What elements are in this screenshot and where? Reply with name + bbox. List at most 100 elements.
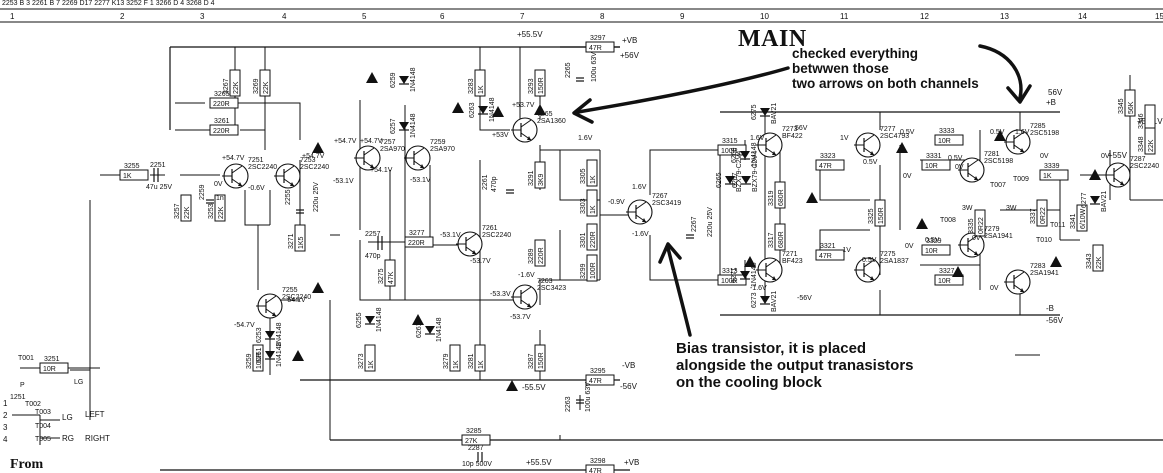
rail-label: 56V	[1048, 88, 1063, 97]
resistor-ref: 3298	[590, 458, 606, 465]
transistor-ref: 7267	[652, 193, 668, 200]
resistor-value: 1K	[1043, 173, 1052, 180]
resistor-ref: 3335	[968, 218, 975, 234]
diode-ref: 6251	[256, 347, 263, 363]
transistor-ref: 7257	[380, 139, 396, 146]
grid-number: 10	[760, 12, 769, 21]
capacitor: 2251 47u 25V	[146, 162, 172, 191]
transistor-ref: 7261	[482, 225, 498, 232]
resistor-ref: 3291	[528, 170, 535, 186]
voltage-reading: 0.5V	[948, 155, 963, 162]
voltage-reading: 0V	[955, 164, 964, 171]
annotation-top: checked everything betwwen those two arr…	[792, 46, 979, 91]
transistor: 72652SA1360	[511, 111, 566, 143]
voltage-reading: 56V	[795, 125, 808, 132]
resistor-ref: 3295	[590, 368, 606, 375]
transistor-type: 2SA1941	[1030, 270, 1059, 277]
voltage-reading: 1.6V	[1015, 129, 1030, 136]
warning-icon	[312, 142, 324, 153]
resistor-value: 100R	[721, 278, 738, 285]
transistor-type: 2SA970	[430, 146, 455, 153]
capacitor: 2259 1n	[199, 184, 224, 204]
voltage-reading: -53.3V	[490, 291, 511, 298]
resistor-value: 47R	[589, 45, 602, 52]
transistor-type: 2SA1360	[537, 118, 566, 125]
svg-text:2261: 2261	[482, 174, 489, 190]
rail-label: -55.5V	[522, 383, 546, 392]
voltage-reading: 0.5V	[900, 129, 915, 136]
diode-type: 1N4148	[376, 307, 383, 332]
resistor-ref: 3321	[820, 243, 836, 250]
voltage-reading: -54.1V	[285, 297, 306, 304]
resistor-ref: 3317	[768, 232, 775, 248]
warning-icon	[994, 130, 1006, 141]
resistor-ref: 3299	[580, 263, 587, 279]
diode-ref: 6261	[416, 322, 423, 338]
resistor-value: 22K	[233, 81, 240, 94]
voltage-reading: 0V	[990, 285, 999, 292]
voltage-reading: 1.6V	[578, 135, 593, 142]
resistor-value: 1K	[123, 173, 132, 180]
svg-text:470p: 470p	[491, 176, 498, 192]
resistor-ref: 3313	[722, 268, 738, 275]
transistor-type: 2SC2240	[482, 232, 511, 239]
voltage-reading: -0.9V	[608, 199, 625, 206]
from-label: From	[10, 457, 44, 472]
voltage-reading: +54.7V	[360, 138, 383, 145]
resistor-ref: 3315	[722, 138, 738, 145]
resistor-ref: 3327	[939, 268, 955, 275]
resistor-value: 150R	[878, 207, 885, 224]
svg-text:LEFT: LEFT	[85, 410, 105, 419]
resistor-value: 1K	[590, 175, 597, 184]
rail-label: -56V	[1046, 316, 1064, 325]
diode-ref: 6277	[1081, 192, 1088, 208]
transistor-ref: 7275	[880, 251, 896, 258]
voltage-reading: 0.5V	[925, 237, 940, 244]
svg-text:T008: T008	[940, 217, 956, 224]
transistor-type: 2SA1837	[880, 258, 909, 265]
resistor-ref: 3283	[468, 78, 475, 94]
resistor-ref: 3346	[1138, 113, 1145, 129]
grid-number: 15	[1155, 12, 1163, 21]
voltage-reading: 1V	[840, 135, 849, 142]
diode-ref: 6275	[751, 104, 758, 120]
svg-text:LG: LG	[74, 379, 83, 386]
transistor-ref: 7253	[300, 157, 316, 164]
warning-icon	[744, 256, 756, 267]
rail-label: +B	[1046, 98, 1056, 107]
svg-text:T007: T007	[990, 182, 1006, 189]
resistor-ref: 3275	[378, 268, 385, 284]
page-title: MAIN	[738, 26, 807, 52]
resistor-ref: 3325	[868, 208, 875, 224]
warning-icon	[412, 314, 424, 325]
voltage-reading: 0V	[214, 181, 223, 188]
grid-number: 7	[520, 12, 525, 21]
svg-text:T005: T005	[35, 436, 51, 443]
warning-icon	[492, 106, 504, 117]
svg-text:T009: T009	[1013, 176, 1029, 183]
svg-text:2255: 2255	[285, 189, 292, 205]
grid-number: 9	[680, 12, 685, 21]
voltage-reading: 1.6V	[632, 184, 647, 191]
annotation-line: alongside the output tranasistors	[676, 357, 914, 374]
capacitors: 2251 47u 25V 2255 220u 25V 2259 1n 2257 …	[146, 52, 714, 468]
